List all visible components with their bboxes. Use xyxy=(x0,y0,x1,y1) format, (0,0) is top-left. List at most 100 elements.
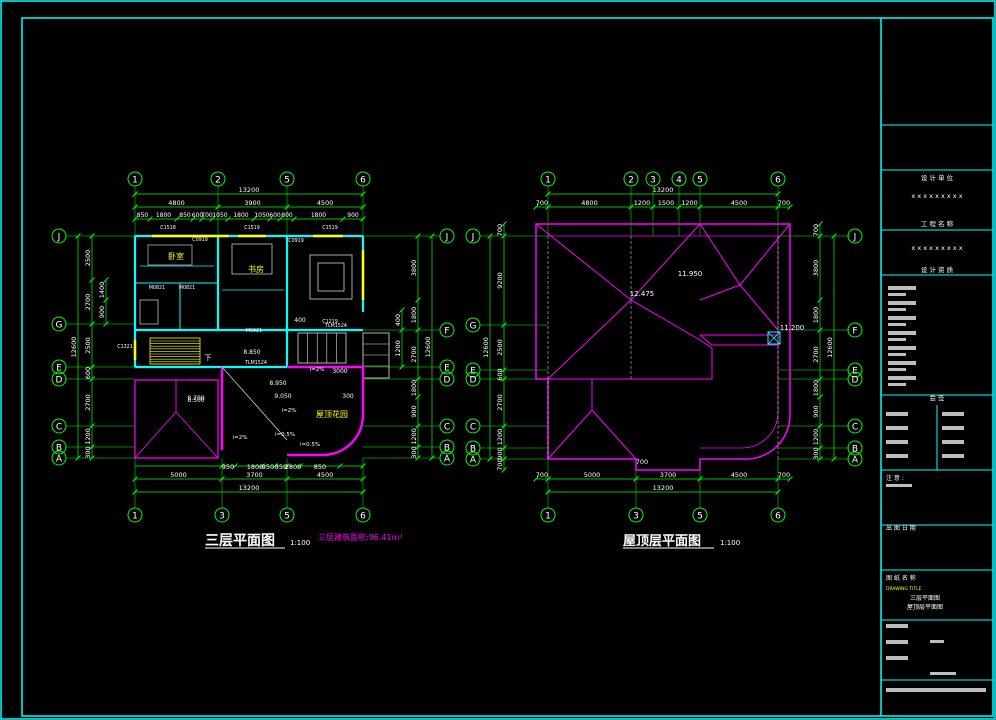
right-dim-row-tick xyxy=(817,221,823,227)
left-dim-row1-text: 2700 xyxy=(84,294,92,311)
top-dim-row2-tick xyxy=(251,216,257,222)
stair-outline xyxy=(149,337,201,365)
top-axis-1-circle xyxy=(127,171,143,187)
window-code: C1518 xyxy=(160,225,176,231)
title-block-bar xyxy=(888,353,906,356)
bottom-dim-row2-text: 950 xyxy=(222,463,234,471)
bottom-axis-6-label: 6 xyxy=(360,512,366,522)
top-dim-row1-tick xyxy=(284,204,290,210)
top-dim-row-tick xyxy=(697,204,703,210)
right-dim-row-tick xyxy=(817,445,823,451)
left-dim-row-text: 9200 xyxy=(496,272,504,289)
top-dim-row2-tick xyxy=(199,216,205,222)
drawing-name-1: 三层平面图 xyxy=(910,595,940,602)
left-dim-row1-text: 2500 xyxy=(84,250,92,267)
bottom-dim-row-tick xyxy=(775,476,781,482)
bottom-dim-row2-text: 950 xyxy=(262,463,274,471)
left-dim-row-tick xyxy=(501,221,507,227)
left-dim-row1-text: 600 xyxy=(84,367,92,379)
bottom-dim-row2-text: 2800 xyxy=(285,463,302,471)
roof-valley-lines xyxy=(699,334,778,346)
top-dim-row2-tick xyxy=(190,216,196,222)
bottom-axis-1-label: 1 xyxy=(132,512,138,522)
top-dim-row-text: 700 xyxy=(536,199,548,207)
bottom-axis-1-circle xyxy=(540,507,556,523)
title-block-bar xyxy=(888,316,916,320)
title-block-bar xyxy=(888,361,916,365)
top-dim-row1-text: 3900 xyxy=(244,199,261,207)
bottom-dim-row2-tick xyxy=(219,463,225,469)
top-dim-row2-tick xyxy=(360,216,366,222)
right-dim-row1-tick xyxy=(415,444,421,450)
left-plan-scale: 1:100 xyxy=(290,539,310,547)
inner-border xyxy=(21,17,994,717)
title-block-bar xyxy=(886,624,908,628)
left-plan-area-note: 三层建筑面积:96.41m² xyxy=(318,532,403,542)
title-block-bar xyxy=(888,286,916,290)
right-dim-row1-text: 1200 xyxy=(410,428,418,445)
bottom-dim-row-tick xyxy=(633,476,639,482)
bottom-dim-row-text: 3700 xyxy=(660,471,677,479)
bottom-dim-row-text: 700 xyxy=(536,471,548,479)
bath-fixture xyxy=(139,299,159,325)
stair-down-label: 下 xyxy=(205,354,212,362)
right-dim-row-text: 700 xyxy=(812,224,820,236)
left-dim-row-text: 600 xyxy=(496,368,504,380)
lower-roof-ridges xyxy=(134,380,219,459)
roof-outer-outline xyxy=(535,223,791,471)
top-dim-row-tick xyxy=(775,204,781,210)
left-dim-row-text: 1200 xyxy=(496,429,504,446)
top-dim-row-tick xyxy=(676,204,682,210)
right-total-dim-tick xyxy=(831,233,837,239)
top-dim-row2-tick xyxy=(340,216,346,222)
right-dim-row1-tick xyxy=(415,455,421,461)
misc-dim-text: 400 xyxy=(294,317,306,324)
title-block-bar xyxy=(942,440,964,444)
left-axis-E-circle xyxy=(51,359,67,375)
slope-text: i=2% xyxy=(233,435,248,441)
bottom-total-dim-text: 13200 xyxy=(653,484,674,492)
title-block-bar xyxy=(942,412,964,416)
bottom-dim-row2-tick xyxy=(259,463,265,469)
top-axis-6-circle xyxy=(355,171,371,187)
left-dim-row1-tick xyxy=(89,376,95,382)
left-axis-J-label: J xyxy=(471,233,475,243)
bottom-dim-row-text: 5000 xyxy=(584,471,601,479)
left-total-dim-tick xyxy=(75,233,81,239)
right-dim-row-tick xyxy=(817,456,823,462)
left-dim-row-tick xyxy=(501,233,507,239)
top-axis-5-label: 5 xyxy=(284,176,290,186)
outer-steps xyxy=(362,332,390,379)
top-total-dim-tick xyxy=(132,191,138,197)
top-dim-row1-text: 4500 xyxy=(317,199,334,207)
top-dim-row2-tick xyxy=(174,216,180,222)
right-dim-row-text: 1800 xyxy=(812,307,820,324)
left-dim-row-text: 900 xyxy=(496,447,504,459)
bottom-dim-row2-tick xyxy=(284,463,290,469)
room-label-roof-garden: 屋顶花园 xyxy=(316,409,348,419)
title-block-bar xyxy=(886,656,908,660)
right-axis-B-label: B xyxy=(852,445,858,455)
right-dim-row1-text: 900 xyxy=(410,405,418,417)
title-block-bar xyxy=(888,383,906,386)
left-axis-D-label: D xyxy=(56,376,63,386)
right-axis-C-circle xyxy=(439,418,455,434)
right-axis-J-circle xyxy=(847,228,863,244)
top-dim-row-text: 4800 xyxy=(581,199,598,207)
title-block-bar xyxy=(886,412,908,416)
title-block-bar xyxy=(888,308,906,311)
bottom-axis-5-circle xyxy=(692,507,708,523)
left-dim-row-tick xyxy=(501,322,507,328)
left-dim-row1-tick xyxy=(89,321,95,327)
bottom-axis-1-label: 1 xyxy=(545,512,551,522)
right-dim-row-text: 1200 xyxy=(812,429,820,446)
bed-furniture xyxy=(147,244,193,266)
title-block-bar xyxy=(886,640,908,644)
right-axis-C-label: C xyxy=(852,423,858,433)
left-dim-row2-text: 1400 xyxy=(98,282,106,299)
left-total-dim-tick xyxy=(487,456,493,462)
drawing-date-label: 出 图 日 期 xyxy=(886,524,916,532)
right-total-dim-tick xyxy=(429,455,435,461)
bottom-dim-row2-text: 850 xyxy=(275,463,287,471)
